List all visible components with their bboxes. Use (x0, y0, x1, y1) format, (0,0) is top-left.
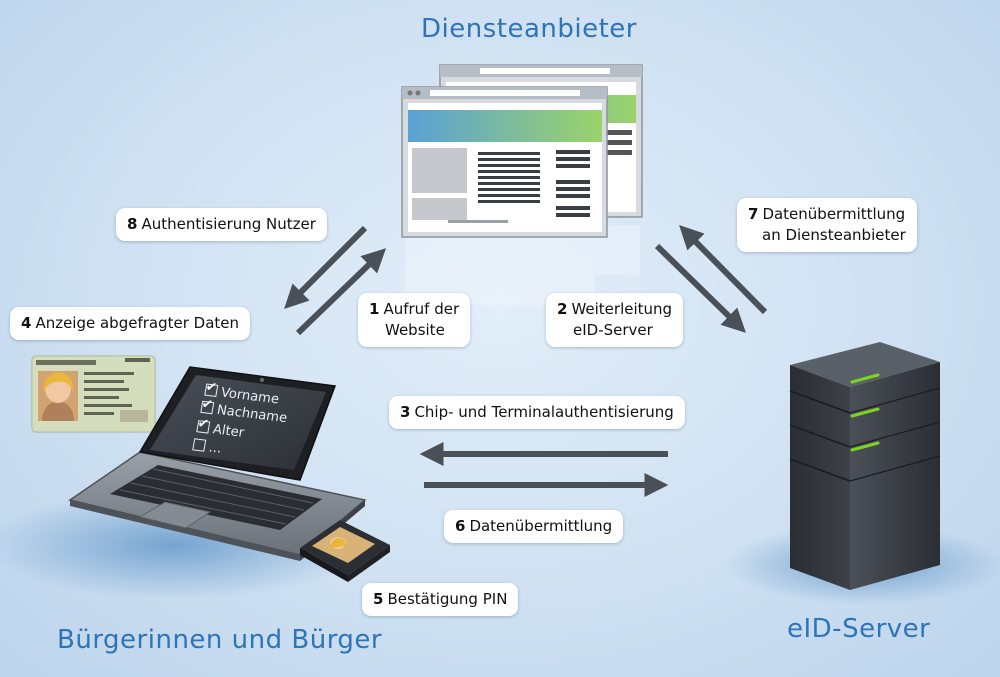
arrow-step-7 (679, 225, 768, 315)
arrow-step-1 (295, 248, 387, 336)
website-windows-icon (401, 64, 643, 305)
arrow-step-2 (654, 243, 747, 333)
checkbox-icon (192, 438, 207, 452)
id-card-icon (31, 355, 156, 433)
card-reader-icon (300, 520, 390, 582)
title-eid-server: eID-Server (787, 614, 931, 644)
laptop-icon (68, 366, 367, 561)
checkbox-icon (200, 400, 215, 415)
arrow-step-8 (284, 225, 368, 309)
flow-arrows (284, 225, 768, 497)
server-icon (789, 342, 941, 590)
title-service-provider: Diensteanbieter (421, 14, 637, 44)
title-citizens: Bürgerinnen und Bürger (57, 625, 383, 655)
checkbox-icon (204, 383, 219, 397)
checkbox-icon (196, 420, 211, 434)
